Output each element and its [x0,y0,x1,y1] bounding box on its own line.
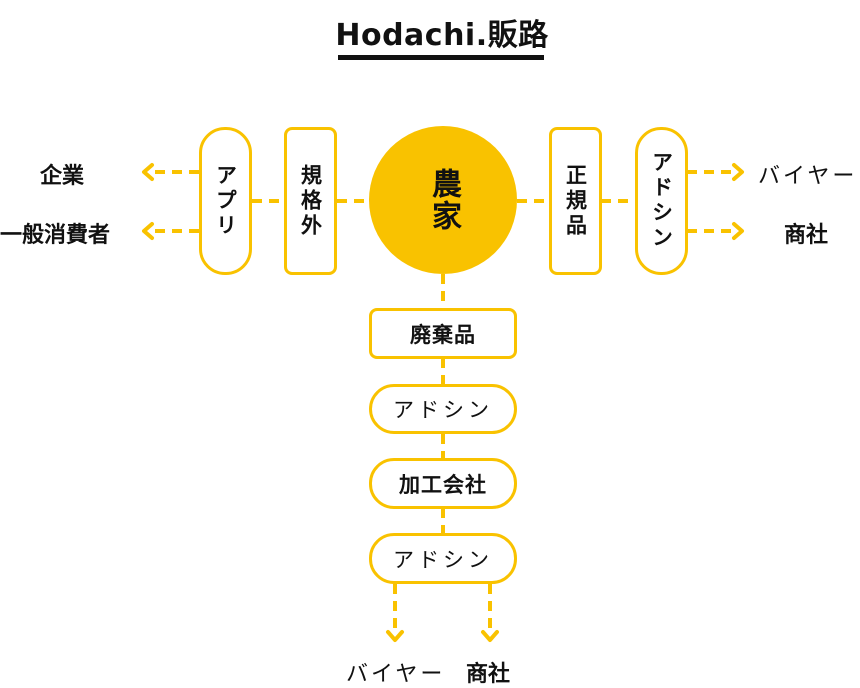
output-general-consumer: 一般消費者 [0,223,111,248]
diagram-title: Hodachi.販路 [335,18,549,53]
node-adshin-right: アドシン [635,127,688,275]
arrow-down-icon [386,630,404,642]
node-adshin-down-1: アドシン [369,384,517,434]
node-waste-produce: 廃棄品 [369,308,517,359]
arrow-right-icon [732,163,744,181]
node-regular-produce: 正規品 [549,127,602,275]
output-buyer-bottom: バイヤー [346,662,446,687]
arrow-left-icon [142,163,154,181]
title-underline [338,55,544,60]
arrow-right-icon [732,222,744,240]
node-irregular-produce: 規格外 [284,127,337,275]
center-node-farmer: 農家 [369,126,517,274]
output-trading-company-right: 商社 [784,223,829,248]
output-buyer-right: バイヤー [758,164,858,189]
arrow-down-icon [481,630,499,642]
arrow-left-icon [142,222,154,240]
output-company: 企業 [40,164,85,189]
node-processing-company: 加工会社 [369,458,517,509]
node-app: アプリ [199,127,252,275]
output-trading-company-bottom: 商社 [466,662,511,687]
node-adshin-down-2: アドシン [369,533,517,584]
